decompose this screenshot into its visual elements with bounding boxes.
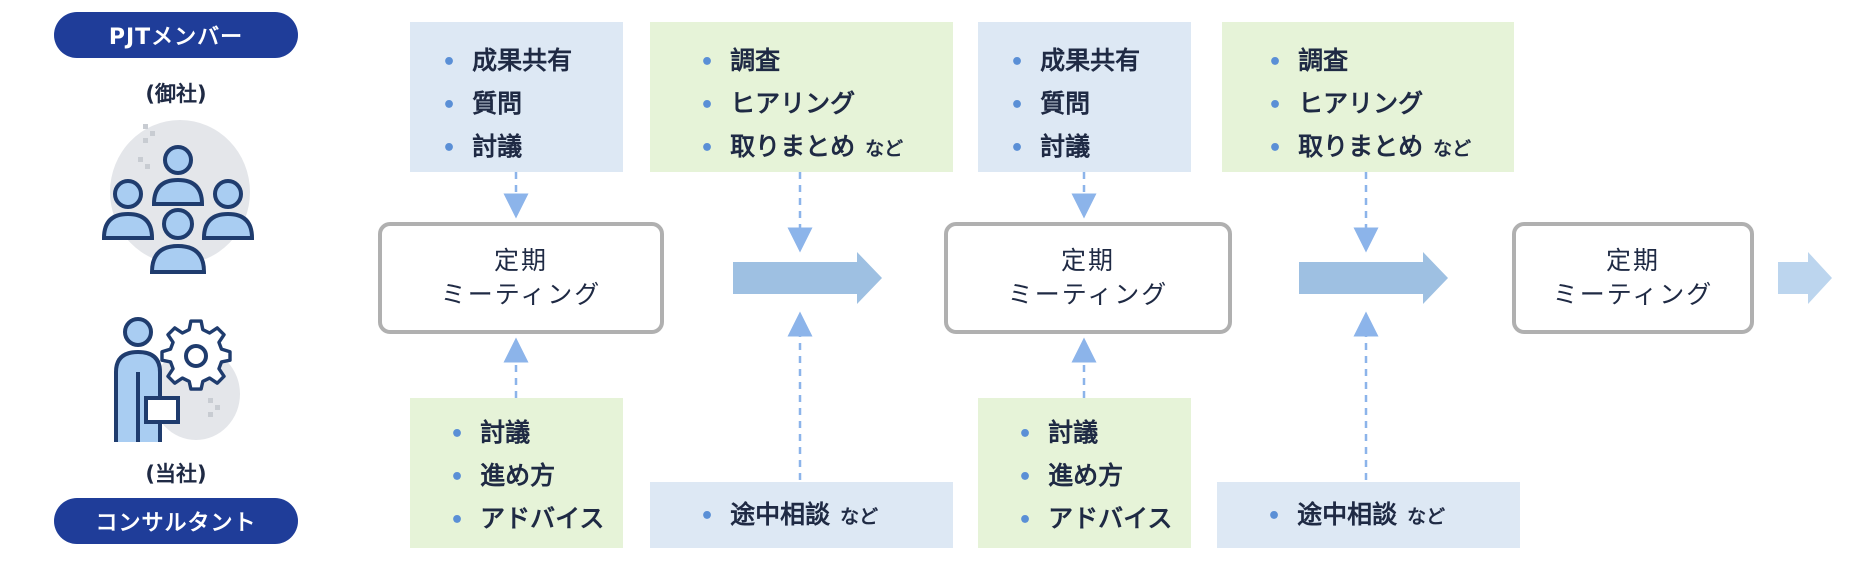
meeting-box-1: 定期ミーティング (378, 222, 664, 334)
list-item: •討議 (1010, 132, 1091, 161)
flow-arrow-1 (733, 252, 882, 304)
top-box-4: •調査 •ヒアリング •取りまとめなど (1222, 22, 1514, 172)
meeting-box-2: 定期ミーティング (944, 222, 1232, 334)
list-item: •調査 (1268, 46, 1349, 75)
top-box-3: •成果共有 •質問 •討議 (978, 22, 1191, 172)
list-item: •討議 (450, 418, 531, 447)
list-item: •取りまとめなど (1268, 132, 1472, 161)
bottom-box-2: •途中相談など (650, 482, 953, 548)
list-item: •調査 (700, 46, 781, 75)
top-box-2: •調査 •ヒアリング •取りまとめなど (650, 22, 953, 172)
pjt-member-pill: PJTメンバー (54, 12, 298, 58)
list-item: •ヒアリング (700, 89, 856, 118)
top-box-1: •成果共有 •質問 •討議 (410, 22, 623, 172)
list-item: •討議 (442, 132, 523, 161)
consultant-pill: コンサルタント (54, 498, 298, 544)
list-item: •アドバイス (450, 504, 605, 533)
bottom-box-3: •討議 •進め方 •アドバイス (978, 398, 1191, 548)
own-company-label: (当社) (145, 462, 207, 486)
list-item: •アドバイス (1018, 504, 1173, 533)
bottom-box-4: •途中相談など (1217, 482, 1520, 548)
list-item: •途中相談など (700, 500, 879, 529)
flow-arrow-2 (1299, 252, 1448, 304)
list-item: •質問 (1010, 89, 1091, 118)
list-item: •成果共有 (442, 46, 573, 75)
list-item: •成果共有 (1010, 46, 1141, 75)
list-item: •取りまとめなど (700, 132, 904, 161)
flow-arrow-3 (1778, 252, 1832, 304)
team-icon (98, 112, 258, 286)
consultant-gear-icon (108, 312, 248, 451)
list-item: •討議 (1018, 418, 1099, 447)
bottom-box-1: •討議 •進め方 •アドバイス (410, 398, 623, 548)
list-item: •途中相談など (1267, 500, 1446, 529)
client-company-label: (御社) (145, 82, 207, 106)
meeting-box-3: 定期ミーティング (1512, 222, 1754, 334)
list-item: •進め方 (1018, 461, 1124, 490)
list-item: •ヒアリング (1268, 89, 1424, 118)
list-item: •進め方 (450, 461, 556, 490)
list-item: •質問 (442, 89, 523, 118)
